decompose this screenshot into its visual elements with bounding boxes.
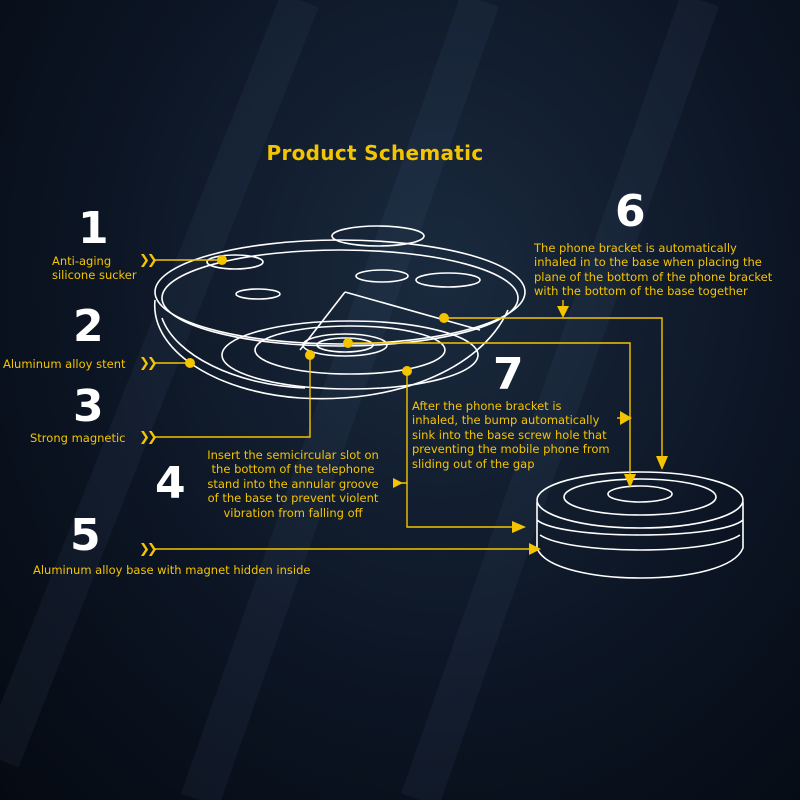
callout-number-7: 7 bbox=[493, 349, 524, 400]
callout-text-7: After the phone bracket is inhaled, the … bbox=[412, 399, 610, 471]
callout-text-3: Strong magnetic bbox=[30, 431, 126, 445]
bracket-plate-bottom bbox=[154, 299, 509, 400]
callout-text-6: The phone bracket is automatically inhal… bbox=[534, 241, 773, 299]
base-inner-ring bbox=[563, 478, 717, 516]
bottom-bump bbox=[316, 337, 374, 353]
arrowheads bbox=[393, 306, 668, 555]
callout-dots bbox=[185, 255, 449, 376]
bracket-plate-inner bbox=[161, 249, 519, 347]
sucker-bump-center bbox=[355, 269, 409, 283]
base-body bbox=[536, 502, 744, 579]
callout-number-4: 4 bbox=[155, 458, 186, 509]
phone-bracket-drawing bbox=[154, 225, 526, 400]
connector-lines bbox=[155, 259, 663, 550]
chevron-arrows-icon: ❯❯ bbox=[139, 356, 158, 371]
diagram-title: Product Schematic bbox=[266, 141, 484, 165]
callout-number-1: 1 bbox=[78, 203, 109, 254]
chevron-arrows-icon: ❯❯ bbox=[139, 542, 158, 557]
base-drawing bbox=[536, 471, 744, 579]
bottom-groove-ring bbox=[254, 325, 446, 375]
base-screw-hole bbox=[607, 485, 673, 503]
bracket-plate-edge bbox=[161, 317, 306, 389]
callout-number-3: 3 bbox=[73, 381, 104, 432]
base-top-ring bbox=[536, 471, 744, 529]
sucker-bump-left bbox=[206, 254, 264, 270]
callout-number-5: 5 bbox=[70, 510, 101, 561]
chevron-arrows-icon: ❯❯ bbox=[139, 253, 158, 268]
callout-text-2: Aluminum alloy stent bbox=[3, 357, 126, 371]
callout-number-2: 2 bbox=[73, 301, 104, 352]
callout-number-6: 6 bbox=[615, 186, 646, 237]
chevron-arrows-icon: ❯❯ bbox=[139, 430, 158, 445]
bottom-outer-ring bbox=[221, 320, 479, 390]
callout-text-4: Insert the semicircular slot on the bott… bbox=[207, 448, 379, 520]
sucker-bump-top bbox=[331, 225, 425, 247]
callout-text-5: Aluminum alloy base with magnet hidden i… bbox=[33, 563, 311, 577]
callout-text-1: Anti-aging silicone sucker bbox=[52, 254, 137, 283]
bracket-plate-top bbox=[154, 239, 526, 345]
sucker-bump-right bbox=[415, 272, 481, 288]
sucker-bump-front bbox=[235, 288, 281, 300]
